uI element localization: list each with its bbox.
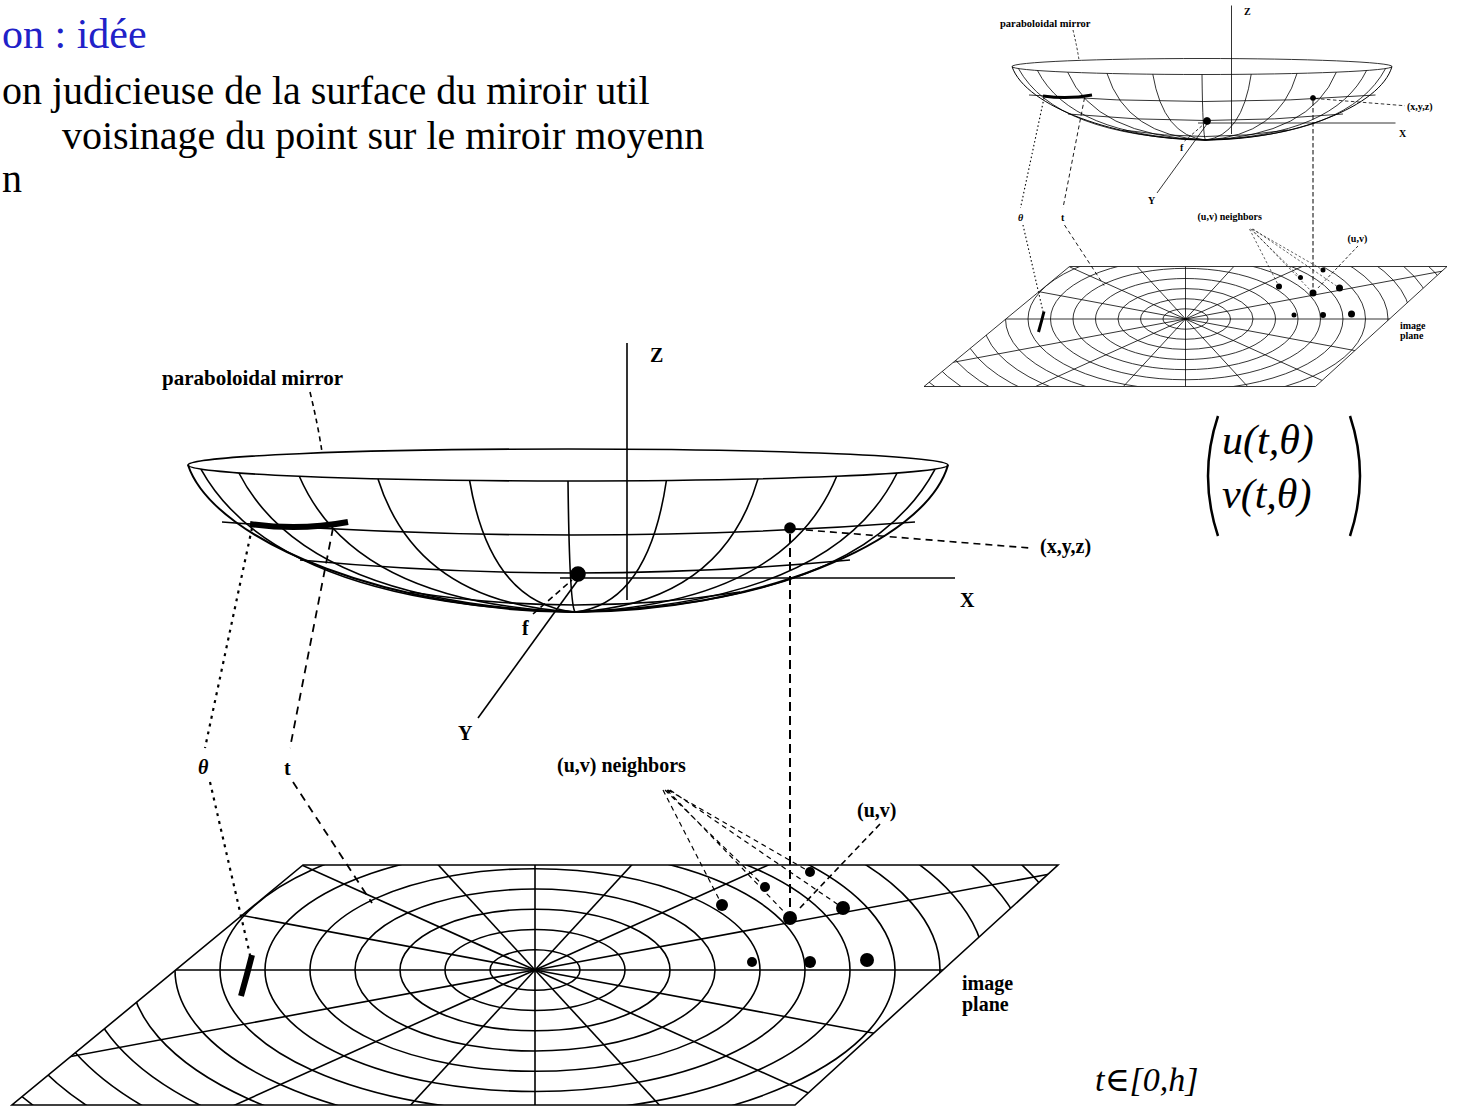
range-formula: t∈[0,h] [1095,1062,1199,1098]
body-text: voisinage du point sur le miroir moyenn [62,115,704,157]
thumbnail-figure [686,6,1470,545]
section-heading: on : idée [2,12,147,56]
focus-label: f [520,618,531,639]
formula-brackets [1208,416,1360,536]
formula-term: v(t,θ) [1222,472,1311,516]
parameter-label: t [1059,213,1066,224]
point-label: (x,y,z) [1405,102,1435,113]
axis-label: Y [1146,196,1157,207]
axis-label: Z [1242,7,1253,18]
axis-label: X [1397,129,1408,140]
axis-label: X [958,590,976,611]
main-figure [0,343,1470,1111]
mirror-label: paraboloidal mirror [160,367,345,389]
angle-label: θ [1016,213,1025,224]
angle-label: θ [196,757,210,778]
neighbors-label: (u,v) neighbors [555,755,688,776]
pixel-label: (u,v) [1346,234,1370,245]
formula-term: u(t,θ) [1222,418,1314,462]
body-text: n [2,158,22,200]
point-label: (x,y,z) [1038,536,1093,557]
plane-label: image plane [960,973,1059,1015]
axis-label: Z [648,345,665,366]
parameter-label: t [282,758,293,779]
plane-label: image plane [1398,321,1450,342]
axis-label: Y [456,723,474,744]
focus-label: f [1178,143,1185,154]
mirror-label: paraboloidal mirror [998,18,1093,29]
body-text: on judicieuse de la surface du miroir ut… [2,70,650,112]
pixel-label: (u,v) [855,800,898,821]
neighbors-label: (u,v) neighbors [1196,212,1264,223]
